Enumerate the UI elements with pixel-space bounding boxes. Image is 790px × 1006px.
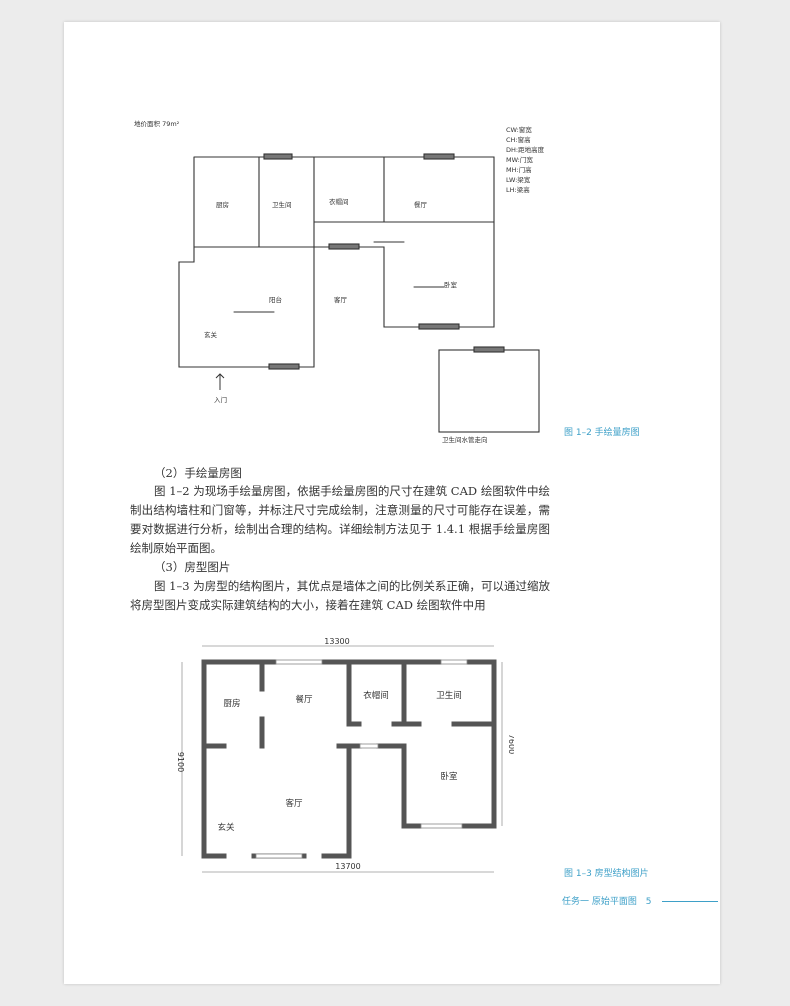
sketch-room-label: 卫生间 bbox=[272, 200, 292, 209]
footer-section-title: 任务一 原始平面图 bbox=[562, 897, 637, 907]
sketch-entry-label: 入门 bbox=[214, 395, 227, 404]
figure-1-3-caption: 图 1–3 房型结构图片 bbox=[564, 869, 649, 879]
room-closet-label: 衣帽间 bbox=[363, 690, 389, 701]
room-kitchen-label: 厨房 bbox=[223, 698, 240, 709]
section-3-paragraph: 图 1–3 为房型的结构图片，其优点是墙体之间的比例关系正确，可以通过缩放将房型… bbox=[130, 579, 550, 612]
book-page: 地价面积 79m² CW:窗宽 CH:窗高 DH:距地高度 MW:门宽 MH:门… bbox=[64, 22, 720, 984]
section-3-heading: （3）房型图片 bbox=[154, 560, 231, 574]
sketch-legend-item: MW:门宽 bbox=[506, 155, 533, 164]
dim-top-label: 13300 bbox=[324, 637, 349, 646]
dim-bottom-label: 13700 bbox=[335, 862, 360, 871]
sketch-room-label: 玄关 bbox=[204, 330, 218, 339]
floor-plan-structure-diagram: 13300 13700 9100 7600 bbox=[176, 637, 514, 873]
room-bedroom-label: 卧室 bbox=[440, 771, 458, 782]
hand-drawn-floor-plan-sketch: 地价面积 79m² CW:窗宽 CH:窗高 DH:距地高度 MW:门宽 MH:门… bbox=[134, 119, 544, 444]
figure-1-2-caption: 图 1–2 手绘量房图 bbox=[564, 428, 640, 438]
dim-left-label: 9100 bbox=[176, 752, 185, 772]
page-footer: 任务一 原始平面图 5 bbox=[562, 894, 651, 907]
sketch-room-label: 厨房 bbox=[216, 200, 229, 209]
sketch-room-label: 卧室 bbox=[444, 280, 458, 289]
sketch-room-label: 衣帽间 bbox=[329, 197, 349, 206]
page-number: 5 bbox=[645, 897, 652, 907]
sketch-legend-item: MH:门高 bbox=[506, 165, 532, 174]
sketch-legend-item: CH:窗高 bbox=[506, 135, 531, 144]
sketch-legend-item: LW:梁宽 bbox=[506, 175, 531, 184]
sketch-legend-item: CW:窗宽 bbox=[506, 125, 532, 134]
section-2-paragraph: 图 1–2 为现场手绘量房图，依据手绘量房图的尺寸在建筑 CAD 绘图软件中绘制… bbox=[130, 484, 550, 555]
room-living-label: 客厅 bbox=[285, 798, 303, 809]
section-2-heading: （2）手绘量房图 bbox=[154, 466, 242, 480]
sketch-legend-item: DH:距地高度 bbox=[506, 145, 544, 154]
sketch-room-label: 阳台 bbox=[269, 295, 282, 304]
dim-right-label: 7600 bbox=[507, 734, 514, 754]
room-bathroom-label: 卫生间 bbox=[436, 690, 462, 701]
footer-rule bbox=[662, 901, 718, 902]
room-foyer-label: 玄关 bbox=[217, 822, 235, 833]
sketch-area-note: 地价面积 79m² bbox=[134, 119, 180, 128]
sketch-legend-item: LH:梁高 bbox=[506, 185, 530, 194]
sketch-bottom-note: 卫生间水管走向 bbox=[442, 435, 488, 444]
room-dining-label: 餐厅 bbox=[295, 695, 313, 705]
sketch-room-label: 客厅 bbox=[334, 295, 348, 304]
sketch-room-label: 餐厅 bbox=[414, 200, 428, 209]
